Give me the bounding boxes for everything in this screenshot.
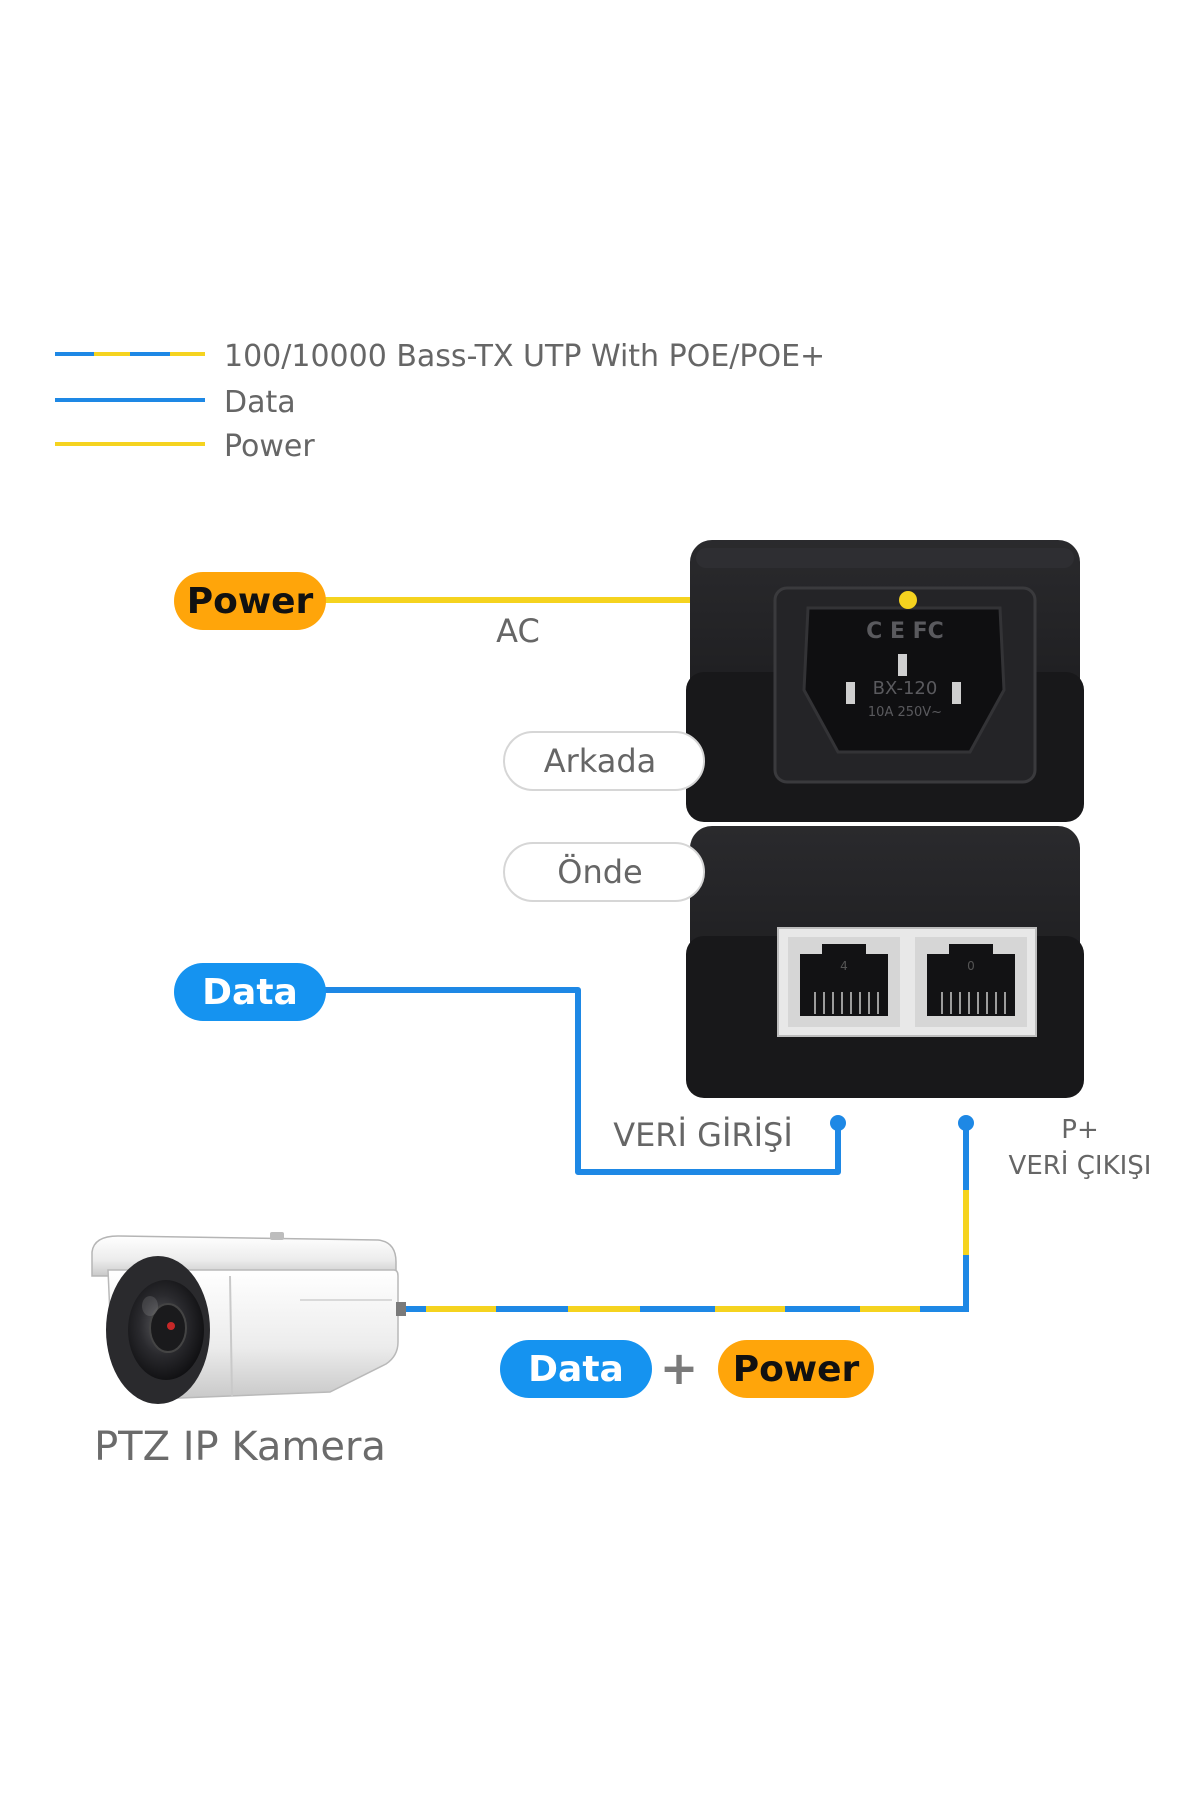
front-tag: Önde bbox=[503, 842, 705, 902]
ac-power-dot bbox=[899, 591, 917, 609]
data-badge-bottom: Data bbox=[500, 1340, 652, 1398]
camera-indicator-light bbox=[167, 1322, 175, 1330]
power-badge-left-label: Power bbox=[187, 581, 314, 622]
ac-inlet: C E FC BX-120 10A 250V~ bbox=[773, 586, 1037, 784]
poe-injector: C E FC BX-120 10A 250V~ bbox=[686, 540, 1084, 1098]
ac-pin-right bbox=[952, 682, 961, 704]
rj45-port-input: 4 bbox=[788, 937, 900, 1027]
power-badge-bottom: Power bbox=[718, 1340, 874, 1398]
ac-label: AC bbox=[496, 612, 540, 650]
plus-sign: + bbox=[660, 1341, 699, 1395]
power-badge-bottom-label: Power bbox=[733, 1349, 860, 1390]
data-out-label: VERİ ÇIKIŞI bbox=[1009, 1149, 1152, 1181]
ac-pin-center bbox=[898, 654, 907, 676]
legend: 100/10000 Bass-TX UTP With POE/POE+ Data… bbox=[55, 339, 825, 464]
power-badge-left: Power bbox=[174, 572, 326, 630]
device-model-mark: BX-120 bbox=[873, 678, 938, 699]
data-line-input bbox=[322, 987, 841, 1175]
data-in-label: VERİ GİRİŞİ bbox=[613, 1116, 793, 1154]
data-out-dot bbox=[958, 1115, 974, 1131]
legend-label-power: Power bbox=[224, 429, 315, 464]
camera-label: PTZ IP Kamera bbox=[94, 1424, 386, 1470]
device-rating-mark: 10A 250V~ bbox=[868, 705, 942, 720]
injector-rear-block: C E FC BX-120 10A 250V~ bbox=[686, 540, 1084, 822]
ptz-ip-camera bbox=[91, 1232, 406, 1404]
rj45-port-output: 0 bbox=[915, 937, 1027, 1027]
rear-tag: Arkada bbox=[503, 731, 705, 791]
data-badge-left: Data bbox=[174, 963, 326, 1021]
legend-label-data: Data bbox=[224, 385, 296, 420]
device-cert-mark: C E FC bbox=[866, 619, 944, 644]
rear-label: Arkada bbox=[544, 742, 657, 780]
injector-front-block: 4 0 bbox=[686, 826, 1084, 1098]
p-plus-label: P+ bbox=[1061, 1115, 1098, 1145]
data-in-dot bbox=[830, 1115, 846, 1131]
ac-pin-left bbox=[846, 682, 855, 704]
data-badge-left-label: Data bbox=[202, 972, 298, 1013]
port-number-output: 0 bbox=[967, 959, 975, 973]
front-label: Önde bbox=[557, 853, 642, 891]
port-number-input: 4 bbox=[840, 959, 848, 973]
legend-label-mixed: 100/10000 Bass-TX UTP With POE/POE+ bbox=[224, 339, 825, 374]
data-badge-bottom-label: Data bbox=[528, 1349, 624, 1390]
